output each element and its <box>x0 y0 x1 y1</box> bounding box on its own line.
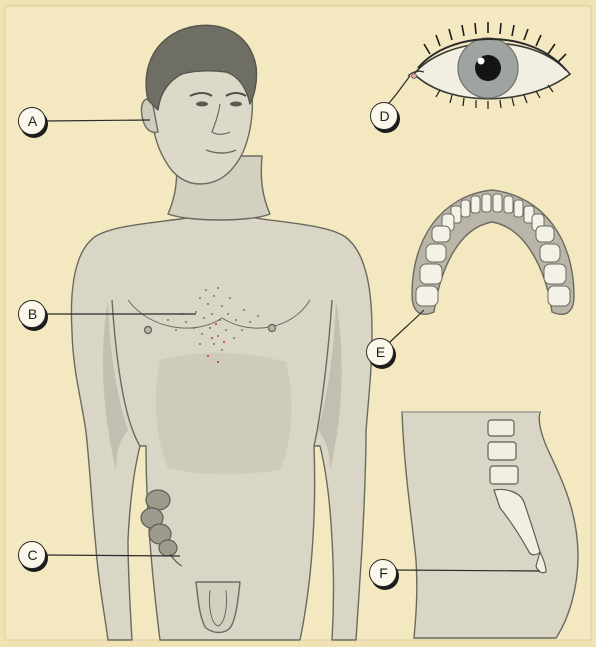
abdomen-shade <box>156 353 292 475</box>
label-b-text: B <box>18 300 47 329</box>
label-b: B <box>18 300 48 330</box>
label-f: F <box>369 559 399 589</box>
left-nipple <box>145 327 152 334</box>
label-d: D <box>370 102 400 132</box>
label-c-text: C <box>18 541 47 570</box>
label-c: C <box>18 541 48 571</box>
label-e: E <box>366 338 396 368</box>
label-f-text: F <box>369 559 398 588</box>
label-a-text: A <box>18 107 47 136</box>
right-nipple <box>269 325 276 332</box>
label-d-text: D <box>370 102 399 131</box>
label-a: A <box>18 107 48 137</box>
label-e-text: E <box>366 338 395 367</box>
